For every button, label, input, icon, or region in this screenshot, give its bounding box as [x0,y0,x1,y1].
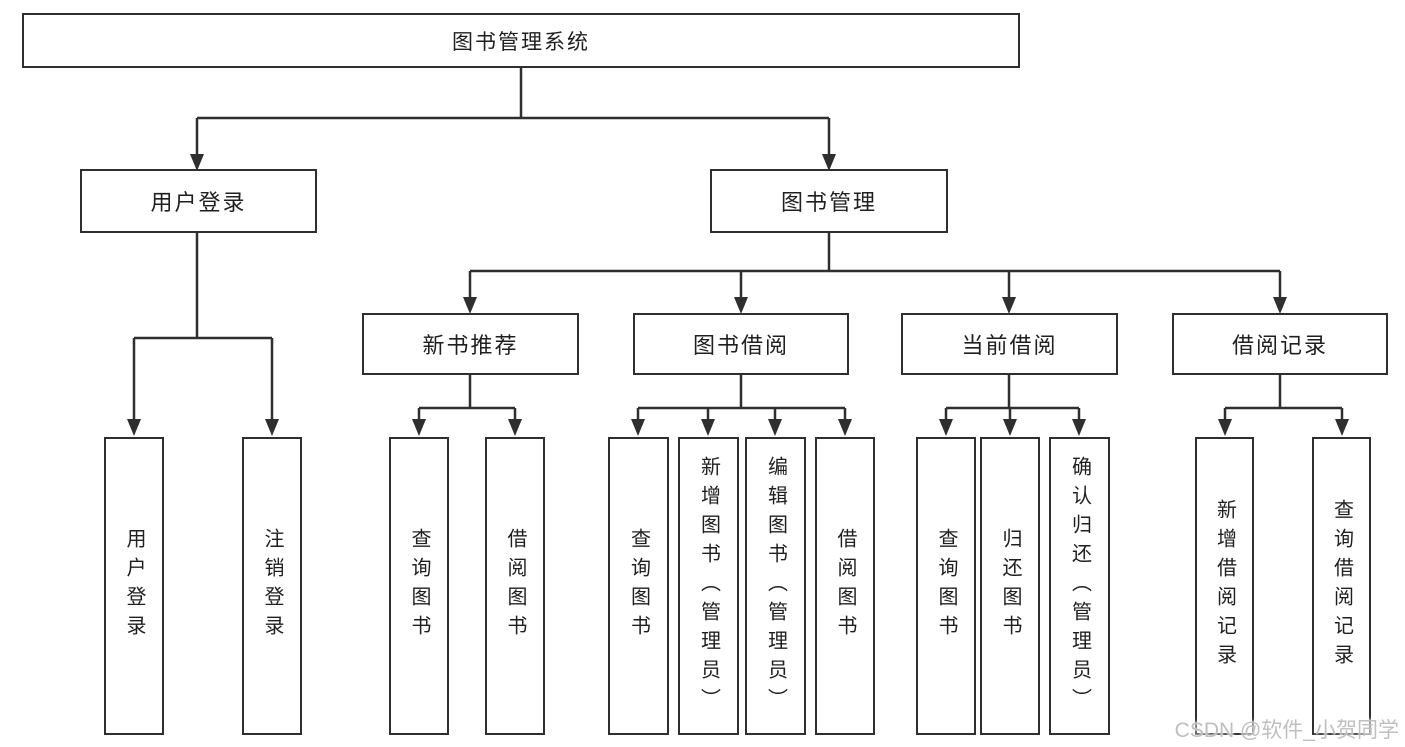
leaf-add-borrow-record: 新增借阅记录 [1195,437,1254,735]
leaf-user-login: 用户登录 [104,437,164,735]
node-current-borrowing: 当前借阅 [901,313,1118,375]
leaf-borrow-books-borrowing: 借阅图书 [815,437,875,735]
leaf-label: 编辑图书（管理员） [764,455,787,717]
leaf-label: 借阅图书 [834,528,856,644]
leaf-label: 确认归还（管理员） [1068,455,1091,717]
arrowhead-icons [127,154,1349,436]
leaf-query-borrow-record: 查询借阅记录 [1312,437,1371,735]
node-new-book-recommendation: 新书推荐 [362,313,579,375]
leaf-label: 归还图书 [999,528,1021,644]
leaf-label: 借阅图书 [504,528,526,644]
leaf-return-books: 归还图书 [980,437,1040,735]
node-book-borrowing: 图书借阅 [633,313,849,375]
leaf-query-books-current: 查询图书 [916,437,976,735]
leaf-label: 查询图书 [935,528,957,644]
node-user-login: 用户登录 [80,169,317,233]
node-library-management-system: 图书管理系统 [22,13,1020,68]
leaf-query-books-borrowing: 查询图书 [608,437,669,735]
node-book-management: 图书管理 [710,169,948,233]
leaf-add-books-admin: 新增图书（管理员） [678,437,739,735]
leaf-label: 查询图书 [408,528,430,644]
leaf-borrow-books-recommend: 借阅图书 [485,437,545,735]
leaf-label: 用户登录 [123,528,145,644]
leaf-label: 新增图书（管理员） [697,455,720,717]
leaf-label: 查询借阅记录 [1330,499,1353,673]
leaf-label: 注销登录 [261,528,283,644]
leaf-label: 新增借阅记录 [1213,499,1236,673]
leaf-label: 查询图书 [627,528,650,644]
watermark: CSDN @软件_小贺同学 [1174,719,1399,742]
leaf-edit-books-admin: 编辑图书（管理员） [745,437,806,735]
leaf-logout: 注销登录 [242,437,302,735]
leaf-query-books-recommend: 查询图书 [389,437,449,735]
node-borrowing-records: 借阅记录 [1172,313,1388,375]
leaf-confirm-return-admin: 确认归还（管理员） [1049,437,1110,735]
